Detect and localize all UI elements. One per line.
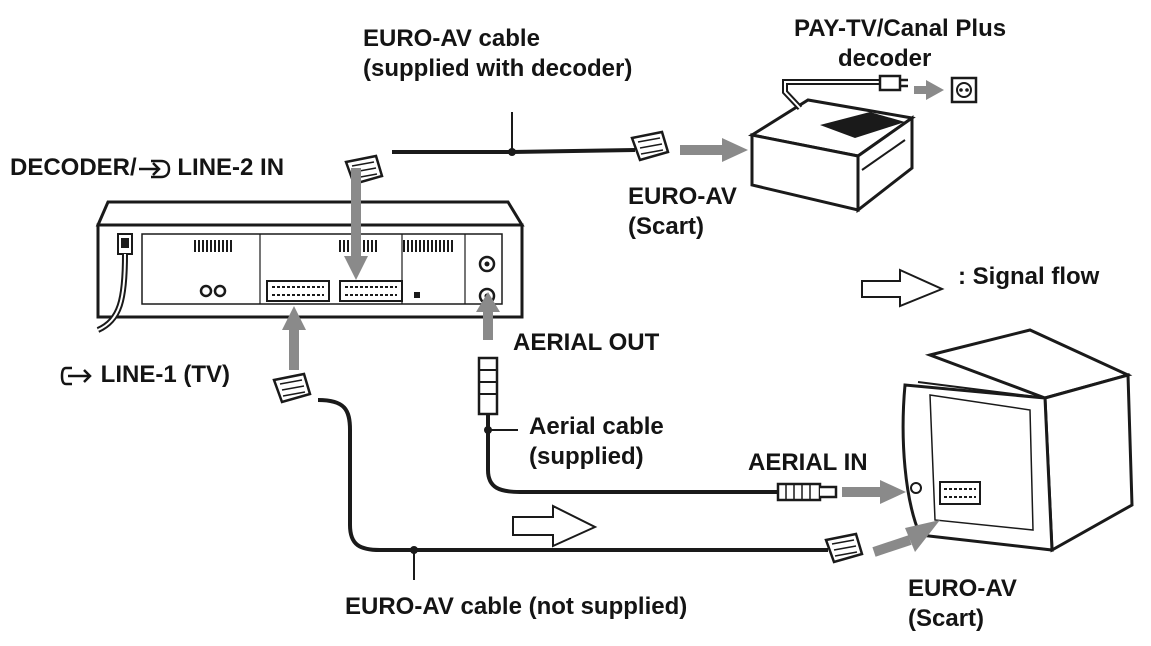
vcr-side-line1-plug [272, 372, 312, 404]
input-arrow-icon [138, 159, 170, 178]
decoder-line2-in-label: DECODER/ LINE-2 IN [10, 154, 285, 181]
signal-flow-label: : Signal flow [958, 263, 1100, 290]
tv-side-scart-plug [824, 532, 864, 564]
signal-flow-arrow-icon [861, 268, 945, 308]
power-arrow-head [926, 80, 944, 100]
vcr [95, 200, 525, 333]
decoder-title: PAY-TV/Canal Plus decoder [794, 15, 1007, 72]
wall-socket-icon [950, 76, 978, 104]
line1-tv-label: LINE-1 (TV) [60, 360, 230, 390]
aerial-out-label: AERIAL OUT [513, 329, 660, 356]
decoder-scart-label: EURO-AV (Scart) [628, 183, 737, 240]
signal-arrow-tv-scart-head [905, 520, 940, 552]
decoder-side-scart-plug [630, 130, 670, 162]
signal-arrow-decoder-head [722, 138, 748, 162]
aerial-cable-label: Aerial cable (supplied) [529, 413, 664, 470]
decoder-box [747, 74, 916, 214]
tv-scart-label: EURO-AV (Scart) [908, 575, 1017, 632]
signal-arrow-aerial-in-head [880, 480, 906, 504]
signal-arrow-line1-head [282, 306, 306, 330]
television [901, 328, 1134, 553]
decoder-cable-label: EURO-AV cable (supplied with decoder) [363, 25, 633, 82]
signal-arrow-line2-head [344, 256, 368, 280]
tv-cable-label: EURO-AV cable (not supplied) [345, 593, 688, 620]
signal-flow-arrow-mid [512, 504, 598, 548]
signal-arrow-tv-scart [872, 535, 912, 557]
signal-arrow-aerial-out-head [476, 292, 500, 312]
output-arrow-icon [60, 366, 92, 385]
vcr-vents [194, 240, 453, 252]
tv-euro-av-cable [272, 372, 864, 580]
decoder-euro-av-cable [344, 112, 670, 186]
aerial-cable [477, 356, 838, 502]
aerial-in-label: AERIAL IN [748, 449, 868, 476]
